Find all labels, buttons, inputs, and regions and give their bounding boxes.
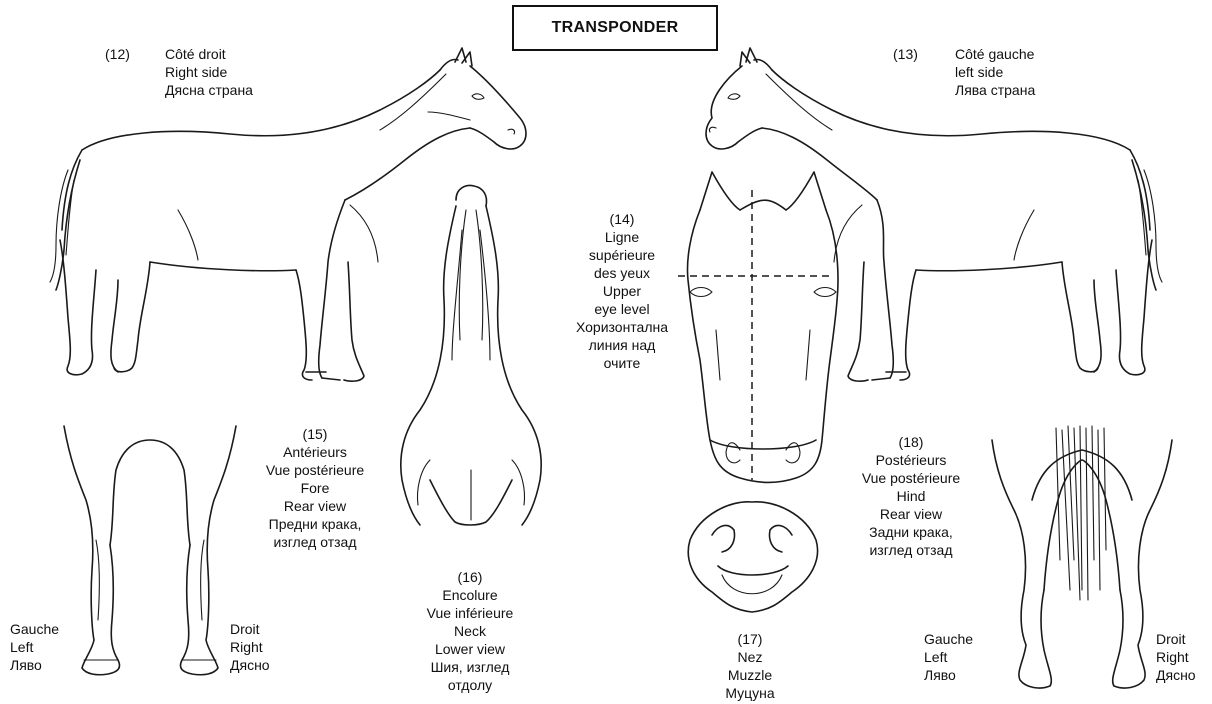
label-left-side: Côté gauche left side Лява страна — [955, 45, 1035, 99]
label-line: Neck — [405, 622, 535, 640]
label-line: отдолу — [405, 676, 535, 694]
label-line: Left — [10, 638, 59, 656]
label-line: Hind — [846, 487, 976, 505]
label-line: Nez — [705, 648, 795, 666]
label-muzzle: (17) Nez Muzzle Муцуна — [705, 630, 795, 702]
hind-right-side-label: Droit Right Дясно — [1156, 630, 1196, 684]
label-line: des yeux — [557, 264, 687, 282]
label-line: Right — [230, 638, 270, 656]
label-line: Хоризонтална — [557, 318, 687, 336]
label-line: Muzzle — [705, 666, 795, 684]
label-line: Antérieurs — [250, 443, 380, 461]
label-line: Предни крака, — [250, 515, 380, 533]
label-line: Rear view — [250, 497, 380, 515]
label-line: Муцуна — [705, 684, 795, 702]
label-line: eye level — [557, 300, 687, 318]
label-line: Gauche — [10, 620, 59, 638]
label-line: линия над — [557, 336, 687, 354]
label-fore-legs: (15) Antérieurs Vue postérieure Fore Rea… — [250, 425, 380, 551]
label-line: Encolure — [405, 586, 535, 604]
label-line: Left — [924, 648, 973, 666]
label-line: Дясно — [1156, 666, 1196, 684]
label-line: Ligne — [557, 228, 687, 246]
label-line: Ляво — [924, 666, 973, 684]
label-line: Upper — [557, 282, 687, 300]
label-line: left side — [955, 63, 1035, 81]
label-eye-level: (14) Ligne supérieure des yeux Upper eye… — [557, 210, 687, 372]
view-number-right-side: (12) — [105, 45, 130, 63]
label-line: (17) — [705, 630, 795, 648]
label-line: очите — [557, 354, 687, 372]
label-line: Lower view — [405, 640, 535, 658]
label-line: Vue inférieure — [405, 604, 535, 622]
label-line: (18) — [846, 433, 976, 451]
label-line: Rear view — [846, 505, 976, 523]
hind-legs-rear-view-drawing — [992, 426, 1172, 688]
label-right-side: Côté droit Right side Дясна страна — [165, 45, 253, 99]
view-number-left-side: (13) — [893, 45, 918, 63]
label-line: Droit — [1156, 630, 1196, 648]
horse-left-side-drawing — [706, 48, 1162, 381]
head-front-view-drawing — [688, 172, 839, 483]
label-line: Right side — [165, 63, 253, 81]
label-line: Côté droit — [165, 45, 253, 63]
label-line: Right — [1156, 648, 1196, 666]
label-line: supérieure — [557, 246, 687, 264]
label-neck: (16) Encolure Vue inférieure Neck Lower … — [405, 568, 535, 694]
label-line: Лява страна — [955, 81, 1035, 99]
label-line: (16) — [405, 568, 535, 586]
label-line: Дясно — [230, 656, 270, 674]
label-line: (14) — [557, 210, 687, 228]
neck-lower-view-drawing — [401, 186, 541, 525]
hind-left-side-label: Gauche Left Ляво — [924, 630, 973, 684]
label-line: Vue postérieure — [250, 461, 380, 479]
title-box: TRANSPONDER — [512, 5, 718, 51]
label-line: Gauche — [924, 630, 973, 648]
label-line: Дясна страна — [165, 81, 253, 99]
label-hind-legs: (18) Postérieurs Vue postérieure Hind Re… — [846, 433, 976, 559]
fore-right-side-label: Droit Right Дясно — [230, 620, 270, 674]
label-line: Задни крака, — [846, 523, 976, 541]
fore-legs-rear-view-drawing — [64, 426, 236, 675]
fore-left-side-label: Gauche Left Ляво — [10, 620, 59, 674]
muzzle-drawing — [688, 502, 817, 612]
label-line: Droit — [230, 620, 270, 638]
label-line: (15) — [250, 425, 380, 443]
label-line: изглед отзад — [250, 533, 380, 551]
label-line: изглед отзад — [846, 541, 976, 559]
label-line: Ляво — [10, 656, 59, 674]
label-line: Vue postérieure — [846, 469, 976, 487]
label-line: Postérieurs — [846, 451, 976, 469]
label-line: Côté gauche — [955, 45, 1035, 63]
label-line: Fore — [250, 479, 380, 497]
label-line: Шия, изглед — [405, 658, 535, 676]
